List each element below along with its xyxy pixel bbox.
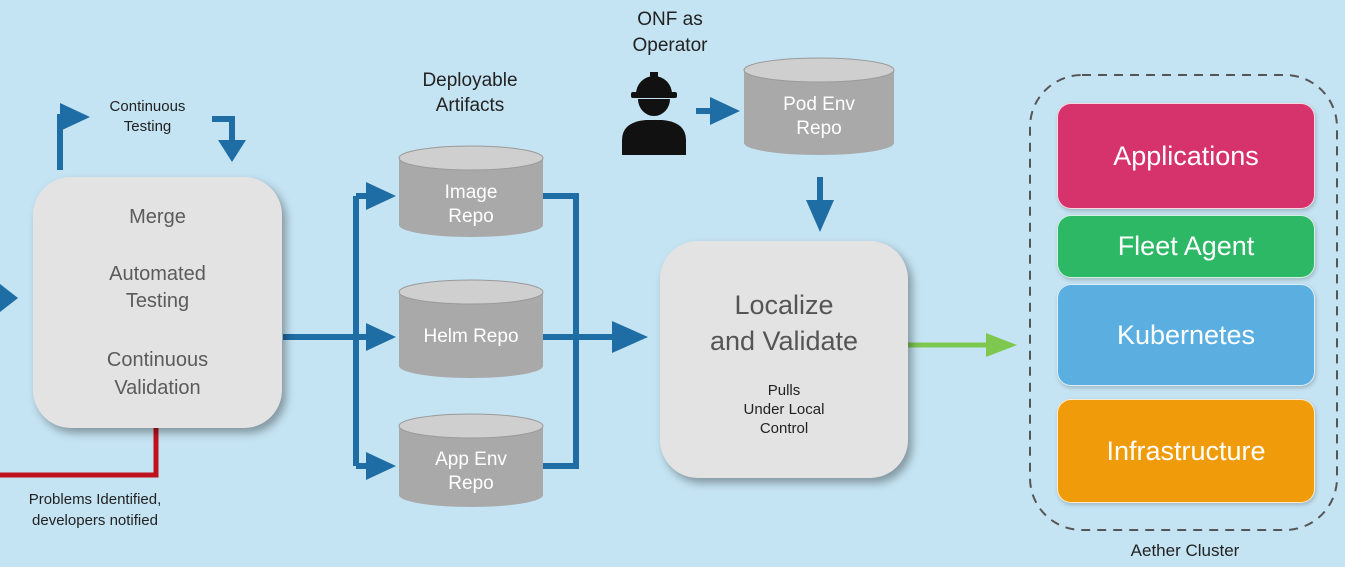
pod-env-repo-cylinder <box>743 57 895 155</box>
cluster-outline <box>1029 74 1338 531</box>
merge-label: Merge <box>129 206 186 228</box>
worker-icon <box>622 72 686 155</box>
deploy-arrow-head <box>986 333 1017 357</box>
image-repo-label: Image Repo <box>444 182 498 227</box>
testing-loop-down <box>212 116 235 140</box>
operator-label: ONF as Operator <box>632 9 708 56</box>
infrastructure-layer: Infrastructure <box>1057 399 1315 503</box>
localize-title: Localize and Validate <box>709 290 859 356</box>
image-repo-cylinder <box>398 145 544 237</box>
app-env-repo-label: App Env Repo <box>435 449 507 494</box>
deployable-artifacts-label: Deployable Artifacts <box>422 70 518 116</box>
app-env-repo-cylinder <box>398 413 544 507</box>
feedback-line <box>0 428 159 478</box>
localize-box <box>660 241 908 478</box>
helm-repo-label: Helm Repo <box>423 326 519 347</box>
automated-testing-label: Automated Testing <box>109 263 206 312</box>
fleet-agent-layer: Fleet Agent <box>1057 215 1315 278</box>
localize-subtitle: Pulls Under Local Control <box>743 382 825 437</box>
merge-box <box>33 177 282 428</box>
kubernetes-layer: Kubernetes <box>1057 284 1315 386</box>
flow-arrows <box>0 97 834 480</box>
applications-layer: Applications <box>1057 103 1315 209</box>
aether-cluster-label: Aether Cluster <box>1130 541 1240 560</box>
problems-label: Problems Identified, developers notified <box>28 491 162 529</box>
pod-env-repo-label: Pod Env Repo <box>783 94 855 139</box>
helm-repo-cylinder <box>398 279 544 378</box>
repo-collector <box>542 193 579 469</box>
continuous-validation-label: Continuous Validation <box>106 349 209 399</box>
continuous-testing-label: Continuous Testing <box>109 98 186 135</box>
